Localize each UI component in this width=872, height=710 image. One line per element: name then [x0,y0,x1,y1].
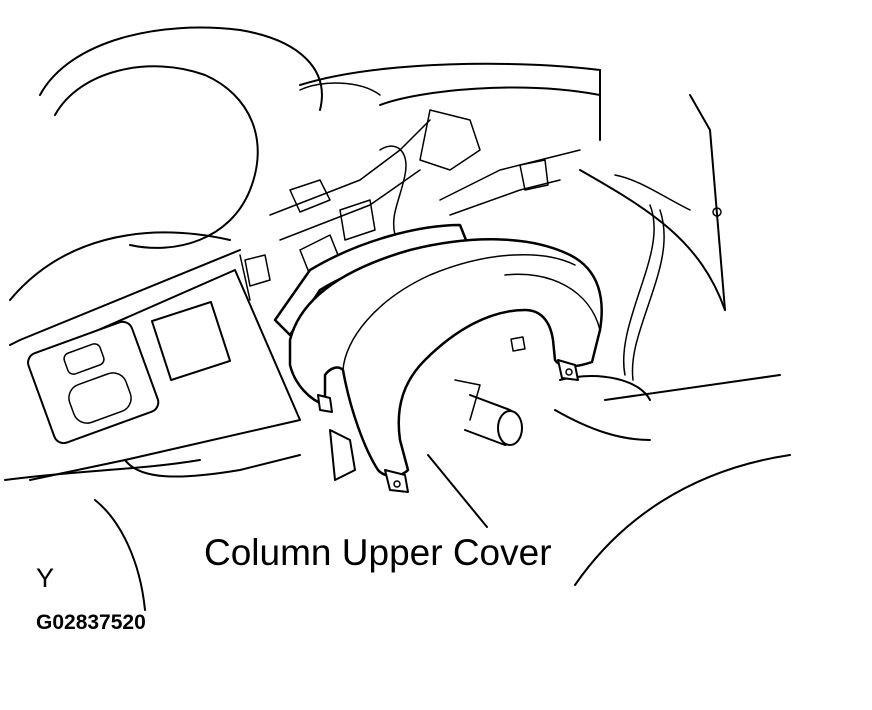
callout-label: Column Upper Cover [204,532,552,573]
column-upper-cover [273,223,603,493]
switch-bezel [27,320,160,445]
under-dash-wiring [239,109,722,381]
callout-leader-line [427,454,488,528]
switch-button [68,372,132,424]
instrument-panel-outline [9,26,726,346]
lower-trim-outline [94,174,791,611]
view-letter: Y [36,563,54,593]
figure-code: G02837520 [36,611,146,634]
lower-dash-panel [4,269,301,481]
switch-button [63,343,105,375]
blank-switch-panel [150,300,232,382]
